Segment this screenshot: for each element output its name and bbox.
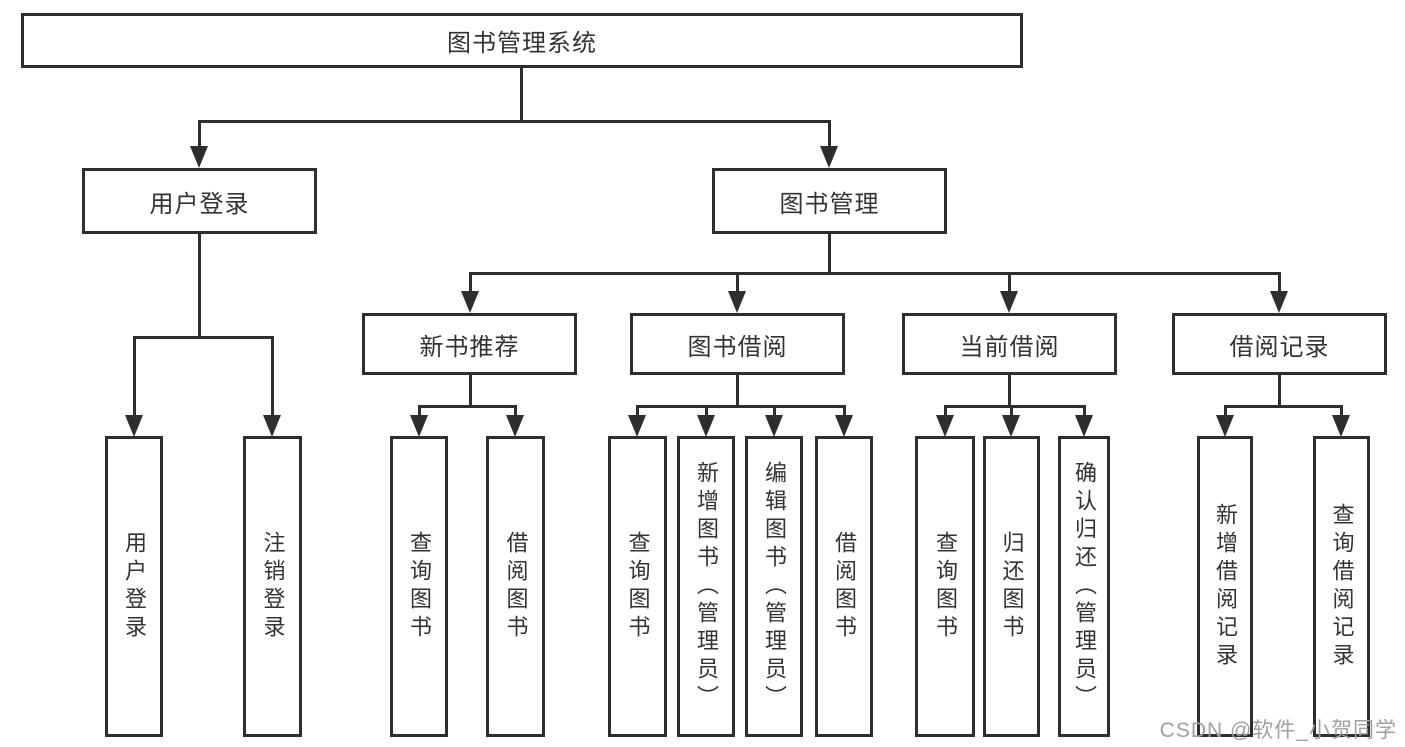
connector-drop-new-book-recommend xyxy=(469,272,472,294)
arrow-down-icon xyxy=(628,415,646,437)
arrow-down-icon xyxy=(936,415,954,437)
node-add-book-admin: 新增图书（管理员） xyxy=(677,436,735,737)
node-add-borrow-record: 新增借阅记录 xyxy=(1197,436,1253,737)
arrow-down-icon xyxy=(835,415,853,437)
connector-drop-borrow-records xyxy=(1278,272,1281,294)
connector-user-login-bar xyxy=(133,336,273,339)
connector-drop-leaf xyxy=(514,405,517,418)
connector-drop-leaf xyxy=(636,405,639,418)
node-query-borrow-record: 查询借阅记录 xyxy=(1313,436,1370,737)
connector-drop-current-borrow xyxy=(1008,272,1011,294)
connector-drop-leaf xyxy=(418,405,421,418)
connector-borrow-records-stem xyxy=(1278,375,1281,407)
arrow-down-icon xyxy=(1270,291,1288,313)
node-query-books-recommend: 查询图书 xyxy=(390,436,448,737)
node-library-management-system: 图书管理系统 xyxy=(21,13,1023,68)
connector-book-borrow-bar xyxy=(636,405,846,408)
arrow-down-icon xyxy=(1332,415,1350,437)
connector-current-borrow-stem xyxy=(1008,375,1011,407)
connector-drop-logout-action xyxy=(271,336,274,418)
connector-drop-leaf xyxy=(944,405,947,418)
node-user-login: 用户登录 xyxy=(82,168,317,234)
node-confirm-return-admin: 确认归还（管理员） xyxy=(1058,436,1110,737)
node-borrow-books-recommend: 借阅图书 xyxy=(486,436,545,737)
arrow-down-icon xyxy=(410,415,428,437)
arrow-down-icon xyxy=(125,415,143,437)
node-borrow-records: 借阅记录 xyxy=(1172,313,1387,375)
connector-drop-book-borrow xyxy=(736,272,739,294)
arrow-down-icon xyxy=(765,415,783,437)
connector-drop-leaf xyxy=(1340,405,1343,418)
arrow-down-icon xyxy=(1075,415,1093,437)
connector-book-borrow-stem xyxy=(736,375,739,407)
connector-drop-book-management xyxy=(828,120,831,150)
node-user-login-action: 用户登录 xyxy=(105,436,163,737)
connector-new-book-recommend-bar xyxy=(418,405,517,408)
arrow-down-icon xyxy=(697,415,715,437)
connector-new-book-recommend-stem xyxy=(469,375,472,407)
connector-drop-user-login xyxy=(198,120,201,150)
node-book-borrow: 图书借阅 xyxy=(630,313,845,375)
node-return-book: 归还图书 xyxy=(983,436,1040,737)
connector-drop-leaf xyxy=(843,405,846,418)
connector-drop-user-login-action xyxy=(133,336,136,418)
arrow-down-icon xyxy=(728,291,746,313)
connector-drop-leaf xyxy=(1083,405,1086,418)
connector-book-management-bar xyxy=(469,272,1281,275)
node-edit-book-admin: 编辑图书（管理员） xyxy=(745,436,803,737)
node-borrow-books-borrow: 借阅图书 xyxy=(815,436,873,737)
connector-borrow-records-bar xyxy=(1224,405,1342,408)
node-query-books-current: 查询图书 xyxy=(915,436,975,737)
connector-book-management-stem xyxy=(828,234,831,274)
arrow-down-icon xyxy=(1002,415,1020,437)
arrow-down-icon xyxy=(461,291,479,313)
arrow-down-icon xyxy=(1000,291,1018,313)
node-query-books-borrow: 查询图书 xyxy=(608,436,667,737)
node-new-book-recommend: 新书推荐 xyxy=(362,313,577,375)
connector-current-borrow-bar xyxy=(944,405,1085,408)
connector-drop-leaf xyxy=(1010,405,1013,418)
node-book-management: 图书管理 xyxy=(712,168,947,234)
connector-root-stem xyxy=(520,68,523,120)
arrow-down-icon xyxy=(1216,415,1234,437)
arrow-down-icon xyxy=(506,415,524,437)
arrow-down-icon xyxy=(190,146,208,168)
connector-drop-leaf xyxy=(705,405,708,418)
arrow-down-icon xyxy=(263,415,281,437)
connector-drop-leaf xyxy=(1224,405,1227,418)
connector-drop-leaf xyxy=(773,405,776,418)
connector-root-bar xyxy=(198,120,831,123)
arrow-down-icon xyxy=(820,146,838,168)
csdn-watermark: CSDN @软件_小贺同学 xyxy=(1159,719,1397,742)
node-current-borrow: 当前借阅 xyxy=(902,313,1117,375)
connector-user-login-stem xyxy=(198,234,201,338)
node-logout-action: 注销登录 xyxy=(243,436,302,737)
